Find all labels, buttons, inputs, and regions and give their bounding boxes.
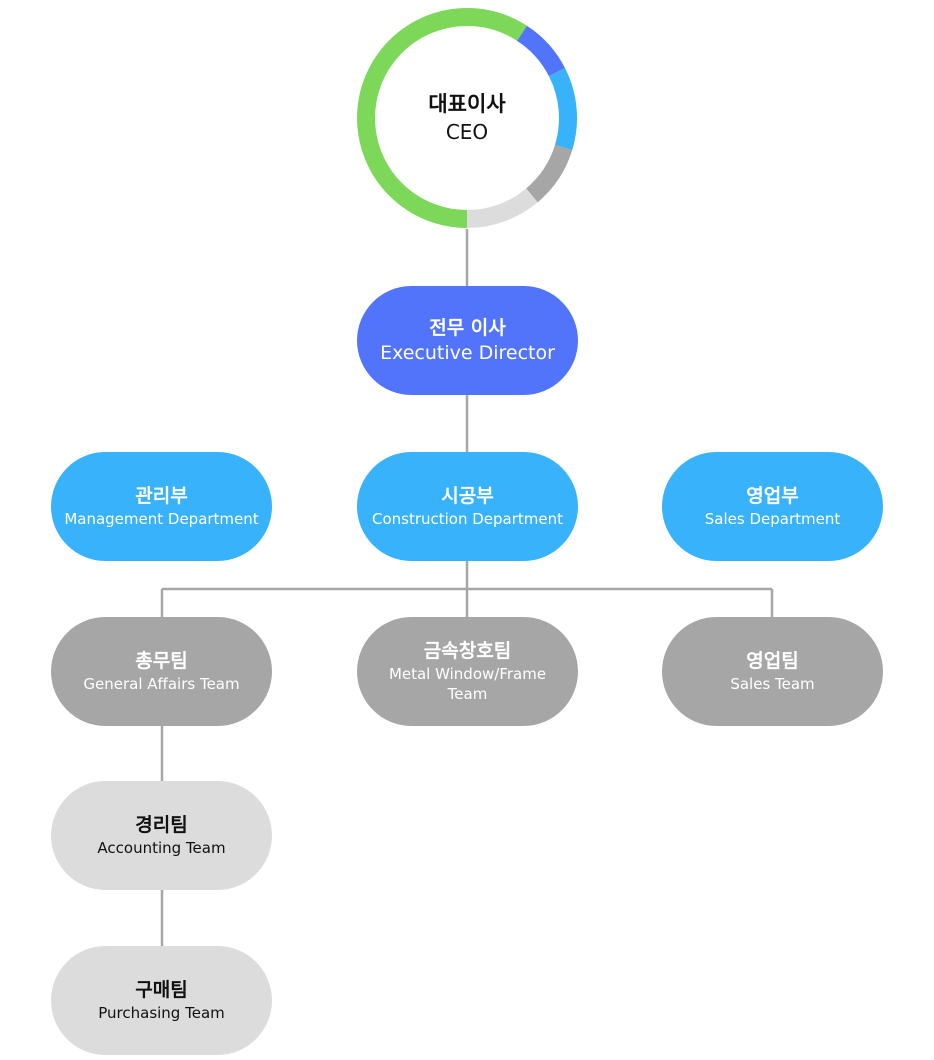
sub-team-title-kr: 경리팀 — [135, 814, 188, 836]
executive-title-kr: 전무 이사 — [429, 316, 506, 339]
team-title-en: Metal Window/Frame Team — [388, 665, 547, 703]
sub-team-title-kr: 구매팀 — [135, 979, 188, 1001]
general-affairs-team-node: 총무팀 General Affairs Team — [51, 617, 272, 726]
sales-team-node: 영업팀 Sales Team — [662, 617, 883, 726]
management-department-node: 관리부 Management Department — [51, 452, 272, 561]
department-title-kr: 관리부 — [135, 485, 188, 507]
ceo-ring — [357, 8, 577, 228]
team-title-en: General Affairs Team — [83, 675, 240, 693]
team-title-kr: 총무팀 — [135, 650, 188, 672]
ring-arc-gray — [525, 144, 573, 203]
sub-team-title-en: Purchasing Team — [98, 1004, 225, 1022]
accounting-team-node: 경리팀 Accounting Team — [51, 781, 272, 890]
department-title-en: Management Department — [64, 510, 259, 528]
department-title-en: Sales Department — [704, 510, 841, 528]
team-title-kr: 영업팀 — [746, 650, 799, 672]
team-title-en: Sales Team — [730, 675, 815, 693]
department-title-kr: 시공부 — [441, 485, 494, 507]
executive-title-en: Executive Director — [380, 341, 555, 364]
department-title-kr: 영업부 — [746, 485, 799, 507]
ring-arc-sky — [548, 68, 577, 151]
ceo-node: 대표이사 CEO — [357, 7, 577, 229]
ceo-title-kr: 대표이사 — [428, 92, 506, 116]
ring-arc-green-top — [466, 8, 527, 42]
team-title-kr: 금속창호팀 — [423, 640, 512, 662]
ring-arc-lightgray — [466, 188, 538, 228]
construction-department-node: 시공부 Construction Department — [357, 452, 578, 561]
sales-department-node: 영업부 Sales Department — [662, 452, 883, 561]
purchasing-team-node: 구매팀 Purchasing Team — [51, 946, 272, 1055]
sub-team-title-en: Accounting Team — [97, 839, 226, 857]
ring-arc-green-left — [357, 8, 468, 228]
metal-window-frame-team-node: 금속창호팀 Metal Window/Frame Team — [357, 617, 578, 726]
ceo-title-en: CEO — [445, 120, 489, 144]
executive-director-node: 전무 이사 Executive Director — [357, 286, 578, 395]
department-title-en: Construction Department — [371, 510, 564, 528]
ring-arc-blue — [516, 25, 566, 77]
